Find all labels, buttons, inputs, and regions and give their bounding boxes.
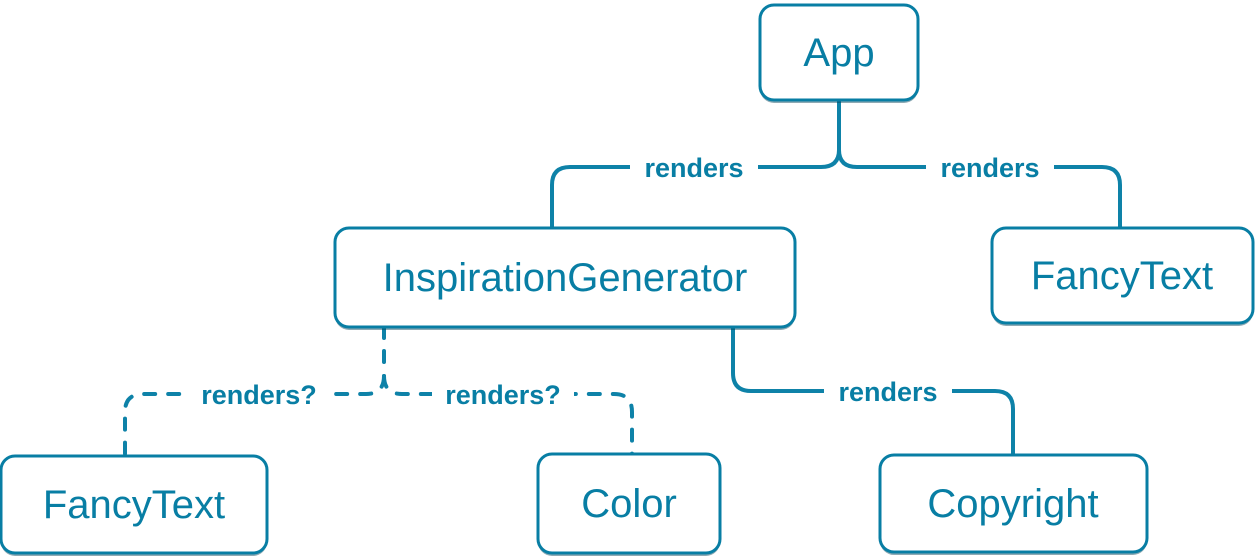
node-label: FancyText — [1031, 254, 1213, 298]
edge-inspirationgenerator-color-dashed — [382, 374, 634, 456]
edge-label-app-inspirationgenerator: renders — [630, 151, 758, 183]
nodes: App InspirationGenerator FancyText Fancy… — [0, 3, 1255, 556]
edge-label-text: renders? — [201, 380, 317, 410]
edge-label-bg — [630, 151, 758, 183]
edge-label-inspirationgenerator-color: renders? — [432, 378, 574, 410]
node-label: InspirationGenerator — [383, 256, 748, 300]
node-box — [758, 3, 920, 102]
edge-label-app-fancytext: renders — [926, 151, 1054, 183]
edge-inspirationgenerator-fancytext-dashed — [123, 374, 386, 458]
node-box — [878, 453, 1149, 554]
node-box — [536, 452, 722, 555]
edge-label-bg — [432, 378, 574, 410]
edge-label-bg — [188, 378, 330, 410]
node-copyright: Copyright — [878, 453, 1149, 555]
node-color: Color — [536, 452, 722, 556]
edge-label-bg — [926, 151, 1054, 183]
edge-label-text: renders — [644, 153, 743, 183]
edge-label-bg — [824, 375, 952, 407]
node-fancy-text-top: FancyText — [990, 226, 1255, 326]
node-label: Color — [581, 482, 677, 526]
edge-label-inspirationgenerator-fancytext: renders? — [188, 378, 330, 410]
node-box — [0, 454, 269, 555]
edge-label-text: renders — [940, 153, 1039, 183]
node-box — [333, 226, 797, 329]
node-box — [990, 226, 1255, 325]
node-label: FancyText — [43, 483, 225, 527]
node-app: App — [758, 3, 920, 103]
node-label: Copyright — [927, 482, 1098, 526]
edge-label-text: renders — [838, 377, 937, 407]
node-inspiration-generator: InspirationGenerator — [333, 226, 797, 330]
node-fancy-text-bottom: FancyText — [0, 454, 269, 556]
node-label: App — [803, 31, 874, 75]
edge-labels: renders renders renders? renders? render… — [188, 151, 1054, 410]
edge-label-text: renders? — [445, 380, 561, 410]
edge-label-inspirationgenerator-copyright: renders — [824, 375, 952, 407]
